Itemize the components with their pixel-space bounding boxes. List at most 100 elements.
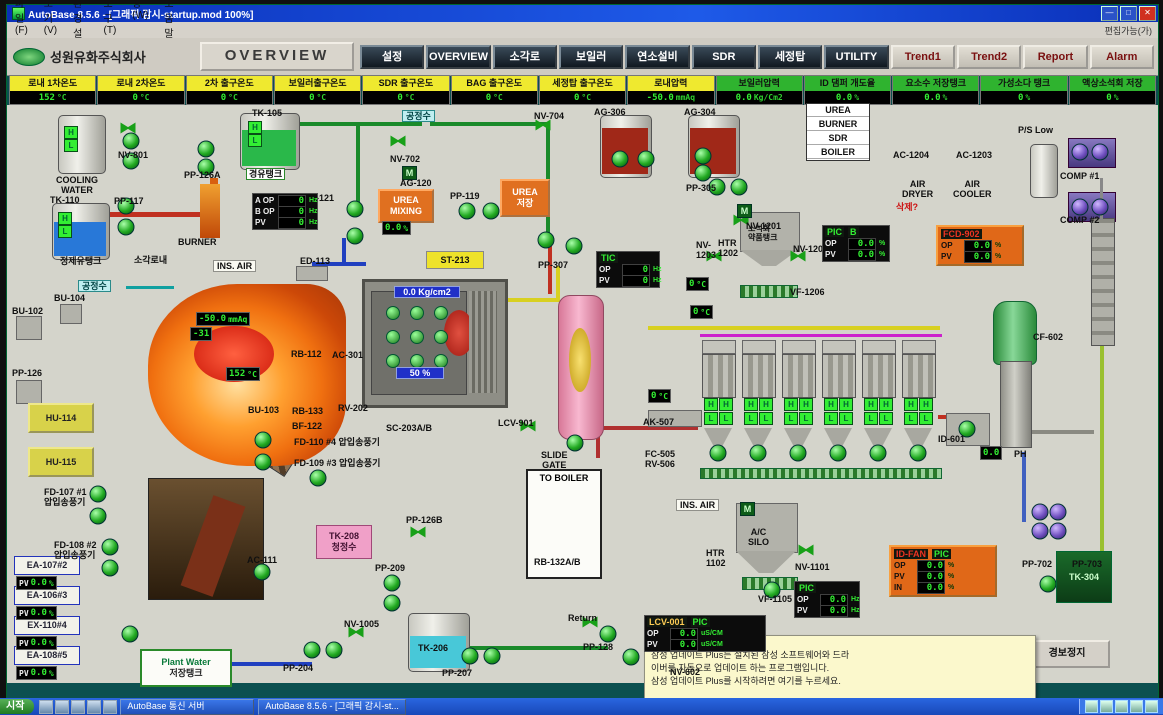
pump-icon[interactable] xyxy=(483,647,501,665)
pump-icon[interactable] xyxy=(611,150,629,168)
pump-icon[interactable] xyxy=(789,444,807,462)
motor-icon[interactable]: M xyxy=(740,502,755,516)
pump-icon[interactable] xyxy=(461,647,479,665)
nav-button-light-0[interactable]: Trend1 xyxy=(890,44,955,69)
valve-icon[interactable] xyxy=(582,616,598,628)
motor-icon[interactable]: M xyxy=(737,204,752,218)
nav-button-1[interactable]: OVERVIEW xyxy=(426,44,491,69)
nav-button-light-3[interactable]: Alarm xyxy=(1089,44,1154,69)
pump-icon[interactable] xyxy=(749,444,767,462)
nav-button-6[interactable]: 세정탑 xyxy=(757,44,823,69)
quick-launch-icon[interactable] xyxy=(71,699,86,714)
compressor-pump-icon[interactable] xyxy=(1049,522,1067,540)
tray-icon[interactable] xyxy=(1100,700,1113,713)
nav-button-4[interactable]: 연소설비 xyxy=(625,44,690,69)
pump-icon[interactable] xyxy=(346,227,364,245)
window-close-button[interactable]: ✕ xyxy=(1139,6,1156,21)
pump-icon[interactable] xyxy=(599,625,617,643)
tray-icon[interactable] xyxy=(1085,700,1098,713)
compressor-pump-icon[interactable] xyxy=(1049,503,1067,521)
pump-icon[interactable] xyxy=(89,507,107,525)
tray-icon[interactable] xyxy=(1115,700,1128,713)
tray-icon[interactable] xyxy=(1145,700,1158,713)
valve-icon[interactable] xyxy=(410,526,426,538)
motor-icon[interactable]: M xyxy=(402,166,417,180)
task-button-1[interactable]: AutoBase 8.5.6 - [그래픽 감시-st... xyxy=(258,698,406,715)
pump-icon[interactable] xyxy=(197,158,215,176)
nav-button-0[interactable]: 설정 xyxy=(360,44,425,69)
nav-button-5[interactable]: SDR xyxy=(691,44,756,69)
pump-icon[interactable] xyxy=(101,559,119,577)
menu-item-1[interactable]: 보기(V) xyxy=(43,0,58,36)
pump-icon[interactable] xyxy=(383,594,401,612)
quick-launch-icon[interactable] xyxy=(87,699,102,714)
pump-icon[interactable] xyxy=(253,563,271,581)
pump-icon[interactable] xyxy=(122,152,140,170)
pump-icon[interactable] xyxy=(694,164,712,182)
tray-icon[interactable] xyxy=(1130,700,1143,713)
alarm-stop-button[interactable]: 경보정지 xyxy=(1024,640,1110,668)
pump-icon[interactable] xyxy=(565,237,583,255)
pump-icon[interactable] xyxy=(958,420,976,438)
pump-icon[interactable] xyxy=(829,444,847,462)
pump-icon[interactable] xyxy=(346,200,364,218)
compressor-pump-icon[interactable] xyxy=(1091,143,1109,161)
pump-icon[interactable] xyxy=(101,538,119,556)
pump-icon[interactable] xyxy=(622,648,640,666)
valve-icon[interactable] xyxy=(733,214,749,226)
quick-launch-icon[interactable] xyxy=(103,699,118,714)
menu-item-3[interactable]: 도구(T) xyxy=(103,0,117,36)
compressor-pump-icon[interactable] xyxy=(1031,503,1049,521)
valve-icon[interactable] xyxy=(520,420,536,432)
window-minimize-button[interactable]: — xyxy=(1101,6,1118,21)
quick-launch-icon[interactable] xyxy=(39,699,54,714)
compressor-pump-icon[interactable] xyxy=(1071,198,1089,216)
menu-item-4[interactable]: 창(W) xyxy=(132,0,149,21)
window-maximize-button[interactable]: □ xyxy=(1120,6,1137,21)
nav-button-light-1[interactable]: Trend2 xyxy=(956,44,1022,69)
overview-main-button[interactable]: OVERVIEW xyxy=(200,42,354,71)
valve-icon[interactable] xyxy=(790,250,806,262)
valve-icon[interactable] xyxy=(535,119,551,131)
valve-icon[interactable] xyxy=(706,250,722,262)
pump-icon[interactable] xyxy=(309,469,327,487)
compressor-pump-icon[interactable] xyxy=(1071,143,1089,161)
pump-icon[interactable] xyxy=(121,625,139,643)
pump-icon[interactable] xyxy=(1039,575,1057,593)
nav-button-2[interactable]: 소각로 xyxy=(492,44,557,69)
menu-item-0[interactable]: 파일(F) xyxy=(15,0,28,36)
pump-icon[interactable] xyxy=(482,202,500,220)
pump-icon[interactable] xyxy=(122,132,140,150)
task-button-0[interactable]: AutoBase 통신 서버 xyxy=(120,698,255,715)
pump-icon[interactable] xyxy=(909,444,927,462)
pump-icon[interactable] xyxy=(89,485,107,503)
compressor-pump-icon[interactable] xyxy=(1091,198,1109,216)
valve-icon[interactable] xyxy=(348,626,364,638)
nav-button-3[interactable]: 보일러 xyxy=(558,44,624,69)
valve-icon[interactable] xyxy=(120,122,136,134)
compressor-pump-icon[interactable] xyxy=(1031,522,1049,540)
pump-icon[interactable] xyxy=(708,178,726,196)
valve-icon[interactable] xyxy=(390,135,406,147)
valve-icon[interactable] xyxy=(798,544,814,556)
pump-icon[interactable] xyxy=(537,231,555,249)
pump-icon[interactable] xyxy=(254,431,272,449)
pump-icon[interactable] xyxy=(117,218,135,236)
nav-button-7[interactable]: UTILITY xyxy=(824,44,889,69)
pump-icon[interactable] xyxy=(694,147,712,165)
pump-icon[interactable] xyxy=(566,434,584,452)
nav-button-light-2[interactable]: Report xyxy=(1023,44,1088,69)
pump-icon[interactable] xyxy=(197,140,215,158)
pump-icon[interactable] xyxy=(383,574,401,592)
